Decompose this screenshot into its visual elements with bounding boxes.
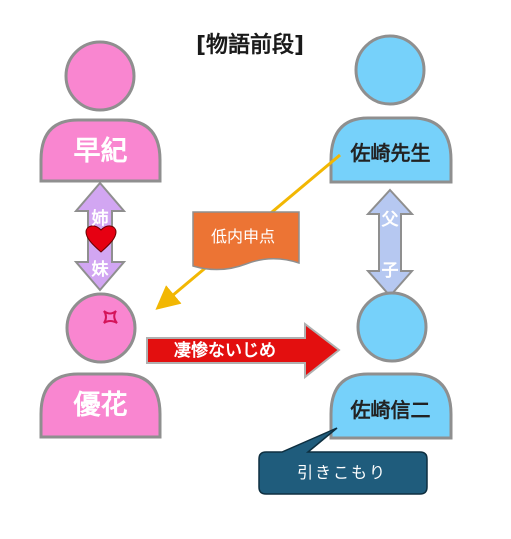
withdrawal-label: 引きこもり <box>296 463 387 482</box>
sensei-name-label: 佐崎先生 <box>350 141 431 165</box>
saki-body <box>39 118 162 183</box>
heart-icon <box>85 225 117 253</box>
older-sister-label: 姉 <box>91 209 109 229</box>
saki-head <box>64 40 136 112</box>
yuka-head <box>65 292 137 364</box>
yuka-body <box>39 372 162 439</box>
low-grade-label: 低内申点 <box>210 227 275 246</box>
person-saki <box>39 40 162 183</box>
yuka-name-label: 優花 <box>73 390 128 421</box>
diagram-title: [物語前段] <box>195 33 305 58</box>
person-shinji <box>329 291 453 440</box>
father-label: 父 <box>381 210 399 230</box>
person-yuka <box>39 292 162 439</box>
shinji-name-label: 佐崎信二 <box>350 398 431 422</box>
saki-name-label: 早紀 <box>73 136 128 167</box>
son-label: 子 <box>381 261 399 281</box>
low-grade-document <box>192 211 300 271</box>
shinji-head <box>356 291 428 363</box>
shinji-body <box>329 372 453 440</box>
bullying-label: 凄惨ないじめ <box>174 341 276 361</box>
withdrawal-callout <box>258 427 428 495</box>
sensei-body <box>329 116 453 184</box>
sensei-head <box>354 34 426 106</box>
bullying-arrow <box>146 321 341 380</box>
person-sensei <box>329 34 453 184</box>
younger-sister-label: 妹 <box>91 260 109 280</box>
anger-mark-icon <box>103 310 118 324</box>
